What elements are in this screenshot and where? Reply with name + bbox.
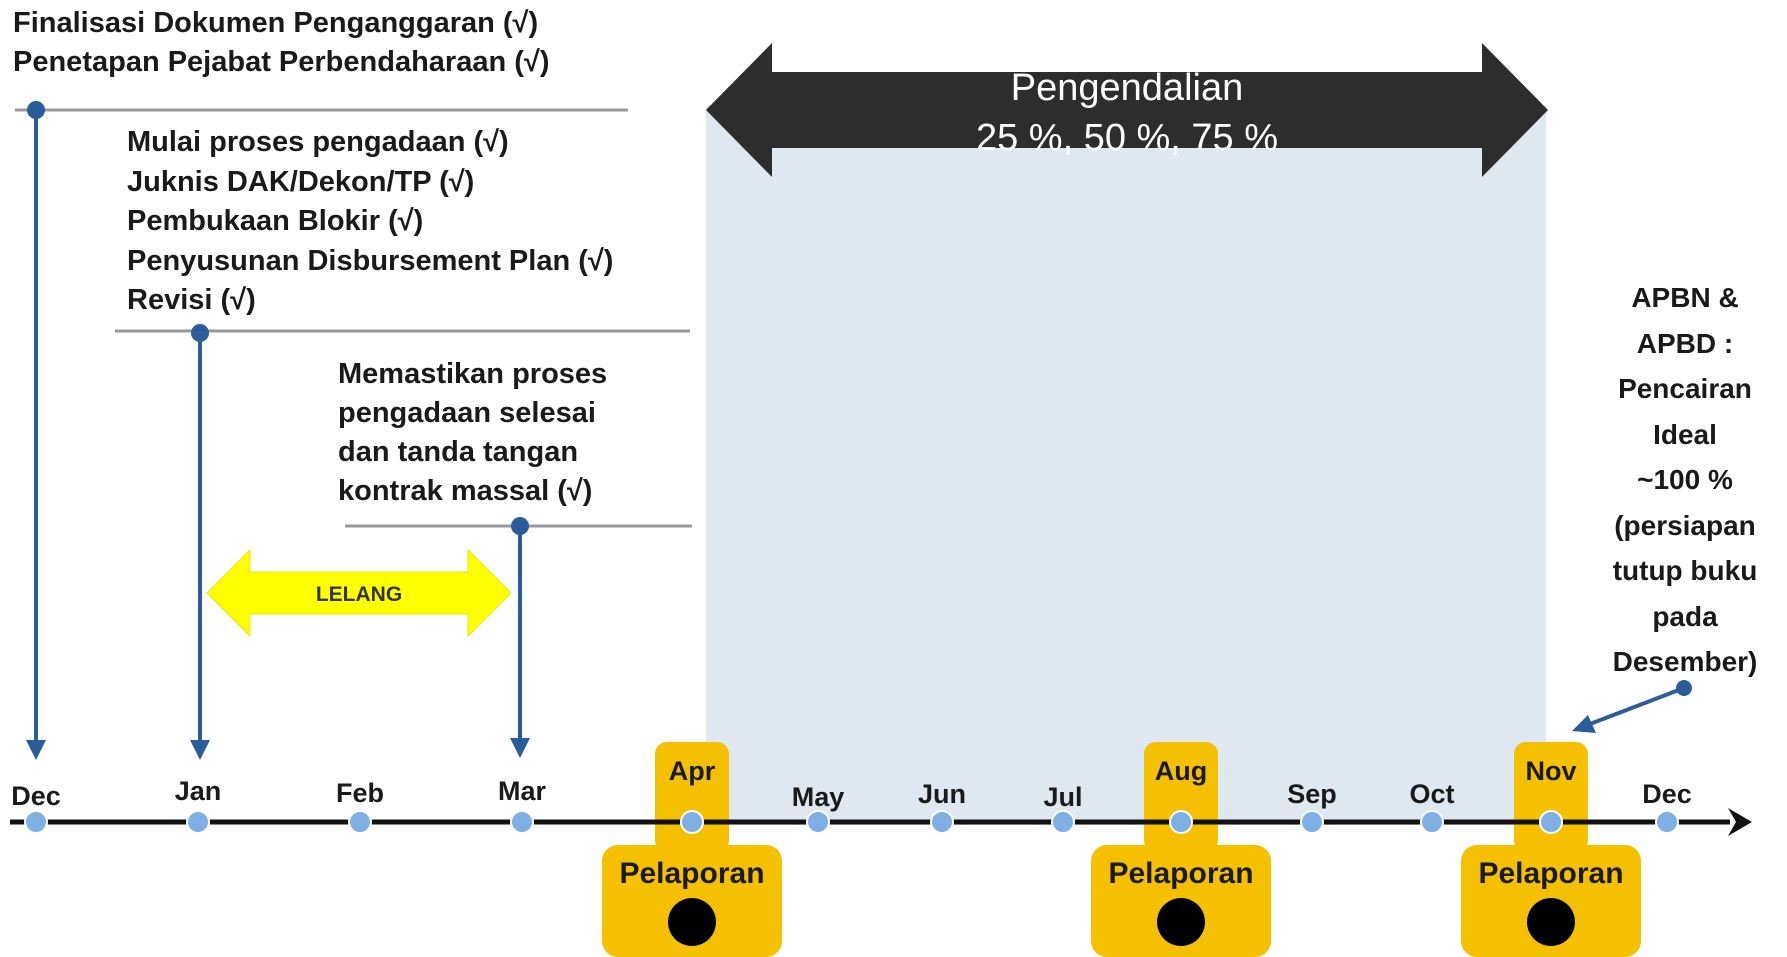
apbn-line-9: Desember) (1612, 646, 1758, 677)
apbn-line-3: Pencairan (1618, 373, 1752, 404)
note-3-line-2: pengadaan selesai (338, 397, 596, 429)
apbn-line-6: (persiapan (1614, 509, 1756, 541)
timeline-arrowhead (1728, 808, 1752, 836)
lelang-arrow (206, 548, 512, 638)
note-2-line-2: Juknis DAK/Dekon/TP (√) (127, 165, 475, 198)
month-label: Nov (1525, 756, 1576, 786)
month-label: Apr (669, 756, 716, 786)
month-label: Jul (1043, 782, 1082, 812)
pelaporan-label: Pelaporan (1478, 857, 1623, 890)
note-1-line-2: Penetapan Pejabat Perbendaharaan (√) (13, 46, 550, 78)
lelang-label: LELANG (316, 583, 402, 606)
pengendalian-shaded-area (706, 105, 1546, 825)
pengendalian-title: Pengendalian (1011, 67, 1243, 109)
month-label: Jun (918, 779, 966, 809)
month-dot (24, 810, 48, 834)
milestone-arrow-mar (510, 517, 530, 758)
note-2-line-5: Revisi (√) (127, 284, 256, 316)
month-dot (1300, 810, 1324, 834)
apbn-line-5: ~100 % (1637, 464, 1733, 495)
month-label: Dec (1642, 779, 1692, 809)
month-dot (1420, 810, 1444, 834)
apbn-note: APBN & APBD : Pencairan Ideal ~100 % (pe… (1590, 275, 1780, 685)
month-label: Sep (1287, 779, 1337, 809)
note-block-1: Finalisasi Dokumen Penganggaran (√) Pene… (13, 4, 549, 82)
note-3-line-4: kontrak massal (√) (338, 475, 593, 507)
note-1-line-1: Finalisasi Dokumen Penganggaran (√) (13, 7, 539, 39)
month-dot (1169, 810, 1193, 834)
month-dot (186, 810, 210, 834)
month-label: Jan (175, 776, 222, 806)
month-dot (348, 810, 372, 834)
note-block-3: Memastikan proses pengadaan selesai dan … (338, 355, 607, 511)
apbn-line-1: APBN & (1631, 282, 1739, 313)
month-label: May (792, 782, 845, 812)
month-dot (930, 810, 954, 834)
month-dot (1539, 810, 1563, 834)
pelaporan-label: Pelaporan (1108, 857, 1253, 890)
pengendalian-values: 25 %, 50 %, 75 % (976, 117, 1278, 159)
note-3-line-1: Memastikan proses (338, 358, 608, 390)
pelaporan-dot (1157, 898, 1205, 946)
note-2-line-4: Penyusunan Disbursement Plan (√) (127, 244, 614, 277)
apbn-line-7: tutup buku (1612, 555, 1758, 586)
pelaporan-label: Pelaporan (619, 857, 764, 890)
milestone-arrow-jan (190, 324, 210, 760)
month-label: Oct (1409, 779, 1454, 809)
pelaporan-dot (668, 898, 716, 946)
note-block-2: Mulai proses pengadaan (√) Juknis DAK/De… (127, 123, 613, 321)
note-2-line-3: Pembukaan Blokir (√) (127, 205, 424, 237)
apbn-pointer-arrow (1572, 680, 1692, 733)
note-2-line-1: Mulai proses pengadaan (√) (127, 126, 509, 158)
month-label: Dec (11, 781, 61, 811)
month-dot (1655, 810, 1679, 834)
apbn-line-4: Ideal (1653, 418, 1717, 450)
note-3-line-3: dan tanda tangan (338, 436, 579, 468)
pengendalian-arrow (706, 43, 1548, 177)
month-label: Aug (1155, 756, 1207, 786)
month-dot (510, 810, 534, 834)
apbn-line-2: APBD : (1636, 327, 1734, 359)
month-dot (806, 810, 830, 834)
milestone-arrow-dec (26, 101, 46, 760)
month-dot (680, 810, 704, 834)
month-label: Feb (336, 778, 384, 808)
month-label: Mar (498, 776, 547, 806)
apbn-line-8: pada (1652, 600, 1718, 632)
month-dot (1051, 810, 1075, 834)
pelaporan-dot (1527, 898, 1575, 946)
